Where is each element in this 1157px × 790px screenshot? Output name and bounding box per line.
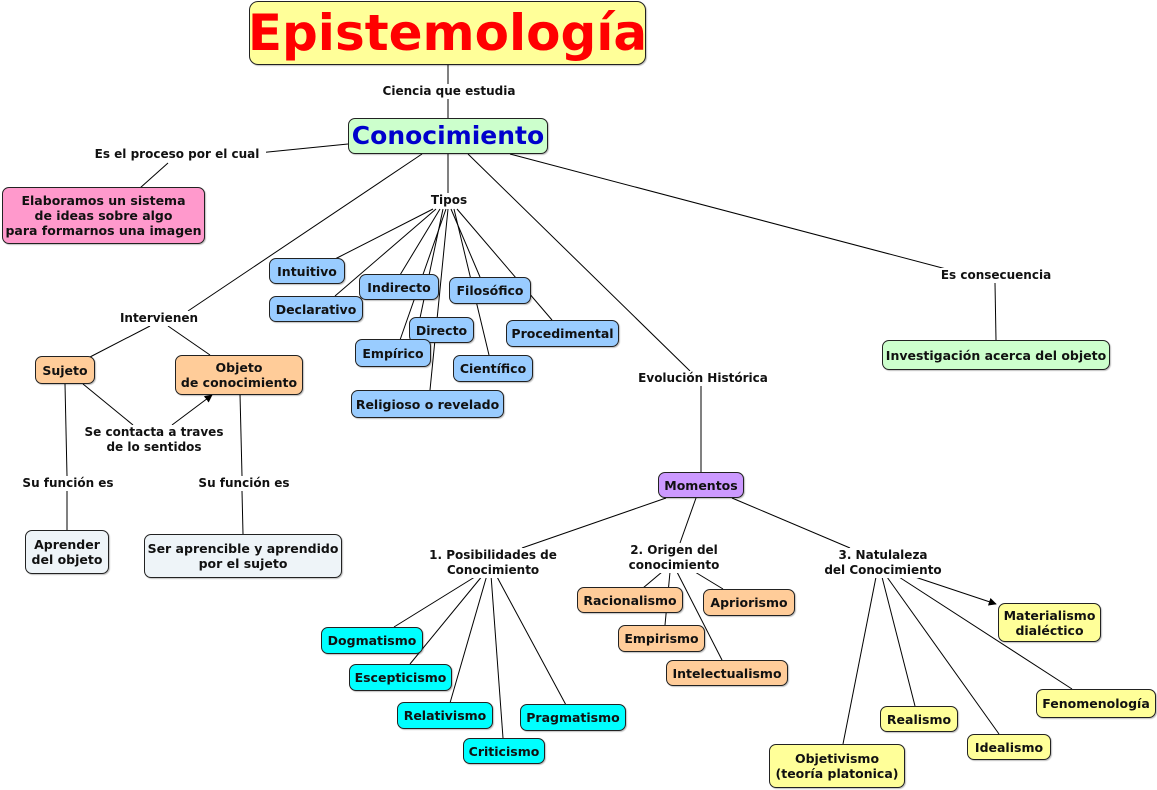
sujeto-node[interactable]: Sujeto [35,356,95,384]
connector [393,574,479,628]
ser-aprencible-node[interactable]: Ser aprencible y aprendido por el sujeto [144,534,342,578]
tipo-declarativo[interactable]: Declarativo [269,296,363,322]
connector [449,574,488,704]
tipo-directo[interactable]: Directo [409,317,474,343]
connector [495,574,567,706]
link-evolucion: Evolución Histórica [632,371,774,386]
connector [881,576,916,707]
posibilidad-pragmatismo[interactable]: Pragmatismo [520,704,626,731]
connector [694,571,724,590]
connector [456,208,553,321]
connector [257,143,349,154]
connector [419,208,444,319]
link-consecuencia: Es consecuencia [935,268,1057,283]
connector [89,325,151,358]
connector [509,153,951,271]
link-origen: 2. Origen del conocimiento [620,543,728,573]
connector [239,393,243,477]
connector [334,208,434,260]
tipo-intuitivo[interactable]: Intuitivo [269,258,345,284]
posibilidad-relativismo[interactable]: Relativismo [397,702,493,729]
central-concept-node[interactable]: Conocimiento [348,118,548,154]
link-funcion-objeto: Su función es [194,476,294,491]
posibilidad-escepticismo[interactable]: Escepticismo [349,664,452,691]
posibilidad-criticismo[interactable]: Criticismo [463,738,545,764]
origen-intelectualismo[interactable]: Intelectualismo [666,660,788,686]
connector [994,282,997,341]
momentos-node[interactable]: Momentos [658,472,744,498]
link-contacta: Se contacta a traves de lo sentidos [78,425,230,455]
connector [450,208,481,278]
tipo-cientifico[interactable]: Científico [453,355,533,382]
connector [167,325,211,356]
origen-racionalismo[interactable]: Racionalismo [577,587,683,613]
link-intervienen: Intervienen [114,311,204,326]
elaboramos-node[interactable]: Elaboramos un sistema de ideas sobre alg… [2,187,205,244]
connector [467,153,691,372]
origen-empirismo[interactable]: Empirismo [618,625,705,652]
connector [898,576,1073,690]
link-ciencia: Ciencia que estudia [378,84,520,99]
naturaleza-realismo[interactable]: Realismo [880,706,958,732]
connector [731,497,851,549]
link-proceso: Es el proceso por el cual [88,147,266,162]
origen-apriorismo[interactable]: Apriorismo [703,589,795,616]
naturaleza-fenomenologia[interactable]: Fenomenología [1036,689,1156,718]
connector [64,383,68,477]
connector [886,576,1000,735]
connector [334,208,437,297]
connector [171,394,213,426]
connector [139,162,169,189]
connector [490,574,504,739]
connector [842,576,877,745]
naturaleza-materialismo[interactable]: Materialismo dialéctico [998,603,1101,642]
link-tipos: Tipos [424,193,474,208]
title-node[interactable]: Epistemología [248,1,647,65]
aprender-node[interactable]: Aprender del objeto [25,530,109,574]
connector [82,383,134,426]
connector [399,208,441,276]
connector [241,490,244,535]
tipo-procedimental[interactable]: Procedimental [506,320,619,347]
connector [914,576,997,606]
objeto-node[interactable]: Objeto de conocimiento [175,355,303,395]
link-posibilidades: 1. Posibilidades de Conocimiento [420,548,566,578]
connector [429,208,449,391]
link-funcion-sujeto: Su función es [18,476,118,491]
connector [679,497,697,544]
tipo-indirecto[interactable]: Indirecto [359,274,439,300]
naturaleza-idealismo[interactable]: Idealismo [967,734,1051,760]
tipo-filosofico[interactable]: Filosófico [449,277,531,304]
link-naturaleza: 3. Natulaleza del Conocimiento [818,548,948,578]
connector [187,153,423,312]
connector [521,497,667,549]
tipo-empirico[interactable]: Empírico [355,339,431,367]
investigacion-node[interactable]: Investigación acerca del objeto [882,340,1110,370]
connector [676,571,723,661]
tipo-religioso[interactable]: Religioso o revelado [351,390,504,418]
connector [642,571,663,589]
naturaleza-objetivismo[interactable]: Objetivismo (teoría platonica) [769,744,905,788]
posibilidad-dogmatismo[interactable]: Dogmatismo [321,627,423,654]
